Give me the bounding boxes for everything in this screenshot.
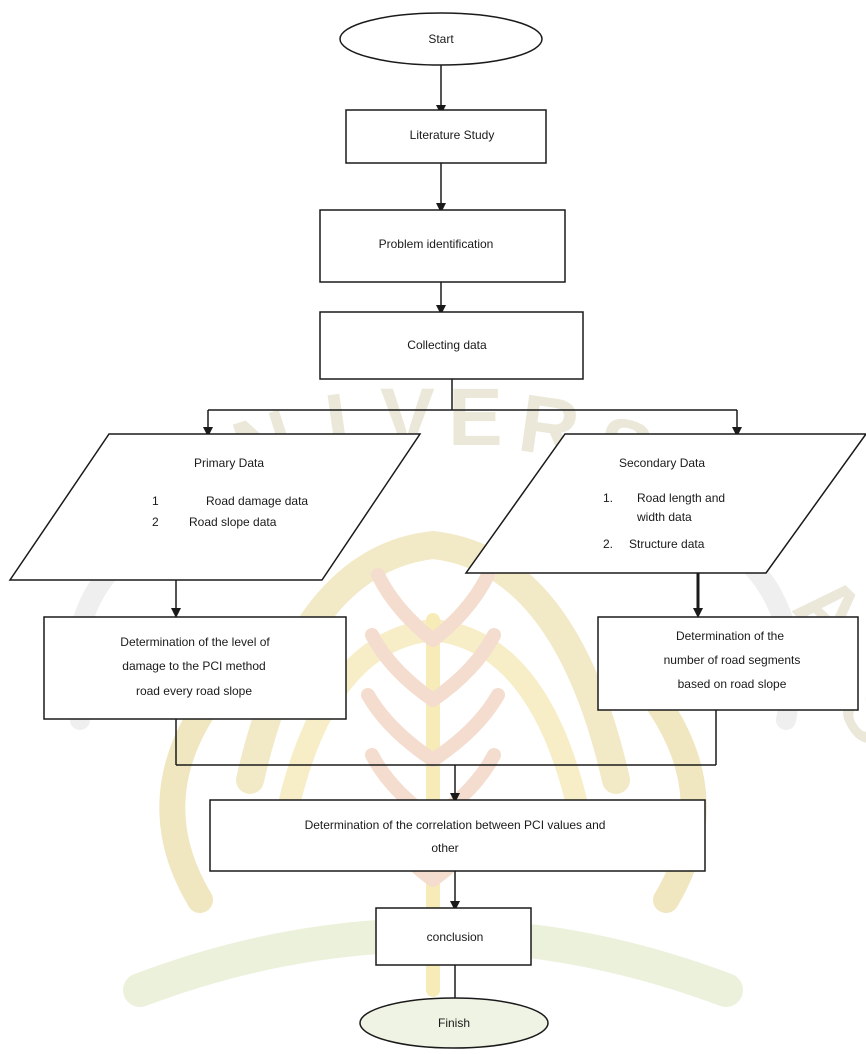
determination-level-line-1: Determination of the level of — [120, 635, 270, 649]
finish-label: Finish — [438, 1016, 470, 1030]
finish-terminal: Finish — [359, 997, 549, 1049]
conclusion-label: conclusion — [427, 930, 484, 944]
problem-identification-box: Problem identification — [319, 209, 566, 283]
start-terminal: Start — [339, 12, 543, 66]
determination-segments-line-1: Determination of the — [676, 629, 784, 643]
primary-item-2-text: Road slope data — [189, 515, 277, 529]
start-label: Start — [428, 32, 454, 46]
determination-level-box: Determination of the level of damage to … — [43, 616, 347, 720]
literature-study-label: Literature Study — [410, 128, 495, 142]
secondary-item-2-num: 2. — [603, 537, 613, 551]
primary-data-title: Primary Data — [194, 456, 264, 470]
conclusion-box: conclusion — [375, 907, 532, 966]
primary-data-parallelogram: Primary Data 1 Road damage data 2 Road s… — [8, 433, 422, 581]
problem-identification-label: Problem identification — [379, 237, 494, 251]
correlation-line-2: other — [431, 841, 458, 855]
determination-segments-line-3: based on road slope — [678, 677, 787, 691]
secondary-item-1-line2: width data — [636, 510, 692, 524]
secondary-item-1-line1: Road length and — [637, 491, 725, 505]
secondary-item-1-num: 1. — [603, 491, 613, 505]
secondary-data-title: Secondary Data — [619, 456, 705, 470]
secondary-item-2-text: Structure data — [629, 537, 705, 551]
connectors — [171, 65, 742, 1011]
literature-study-box: Literature Study — [345, 109, 547, 164]
primary-item-2-num: 2 — [152, 515, 159, 529]
correlation-line-1: Determination of the correlation between… — [305, 818, 606, 832]
collecting-data-label: Collecting data — [407, 338, 487, 352]
determination-level-line-2: damage to the PCI method — [122, 659, 265, 673]
secondary-data-parallelogram: Secondary Data 1. Road length and width … — [464, 433, 866, 574]
correlation-box: Determination of the correlation between… — [209, 799, 706, 872]
determination-segments-line-2: number of road segments — [664, 653, 801, 667]
primary-item-1-num: 1 — [152, 494, 159, 508]
primary-item-1-text: Road damage data — [206, 494, 308, 508]
determination-segments-box: Determination of the number of road segm… — [597, 616, 859, 711]
svg-text:E: E — [448, 372, 503, 463]
determination-level-line-3: road every road slope — [136, 684, 252, 698]
collecting-data-box: Collecting data — [319, 311, 584, 380]
